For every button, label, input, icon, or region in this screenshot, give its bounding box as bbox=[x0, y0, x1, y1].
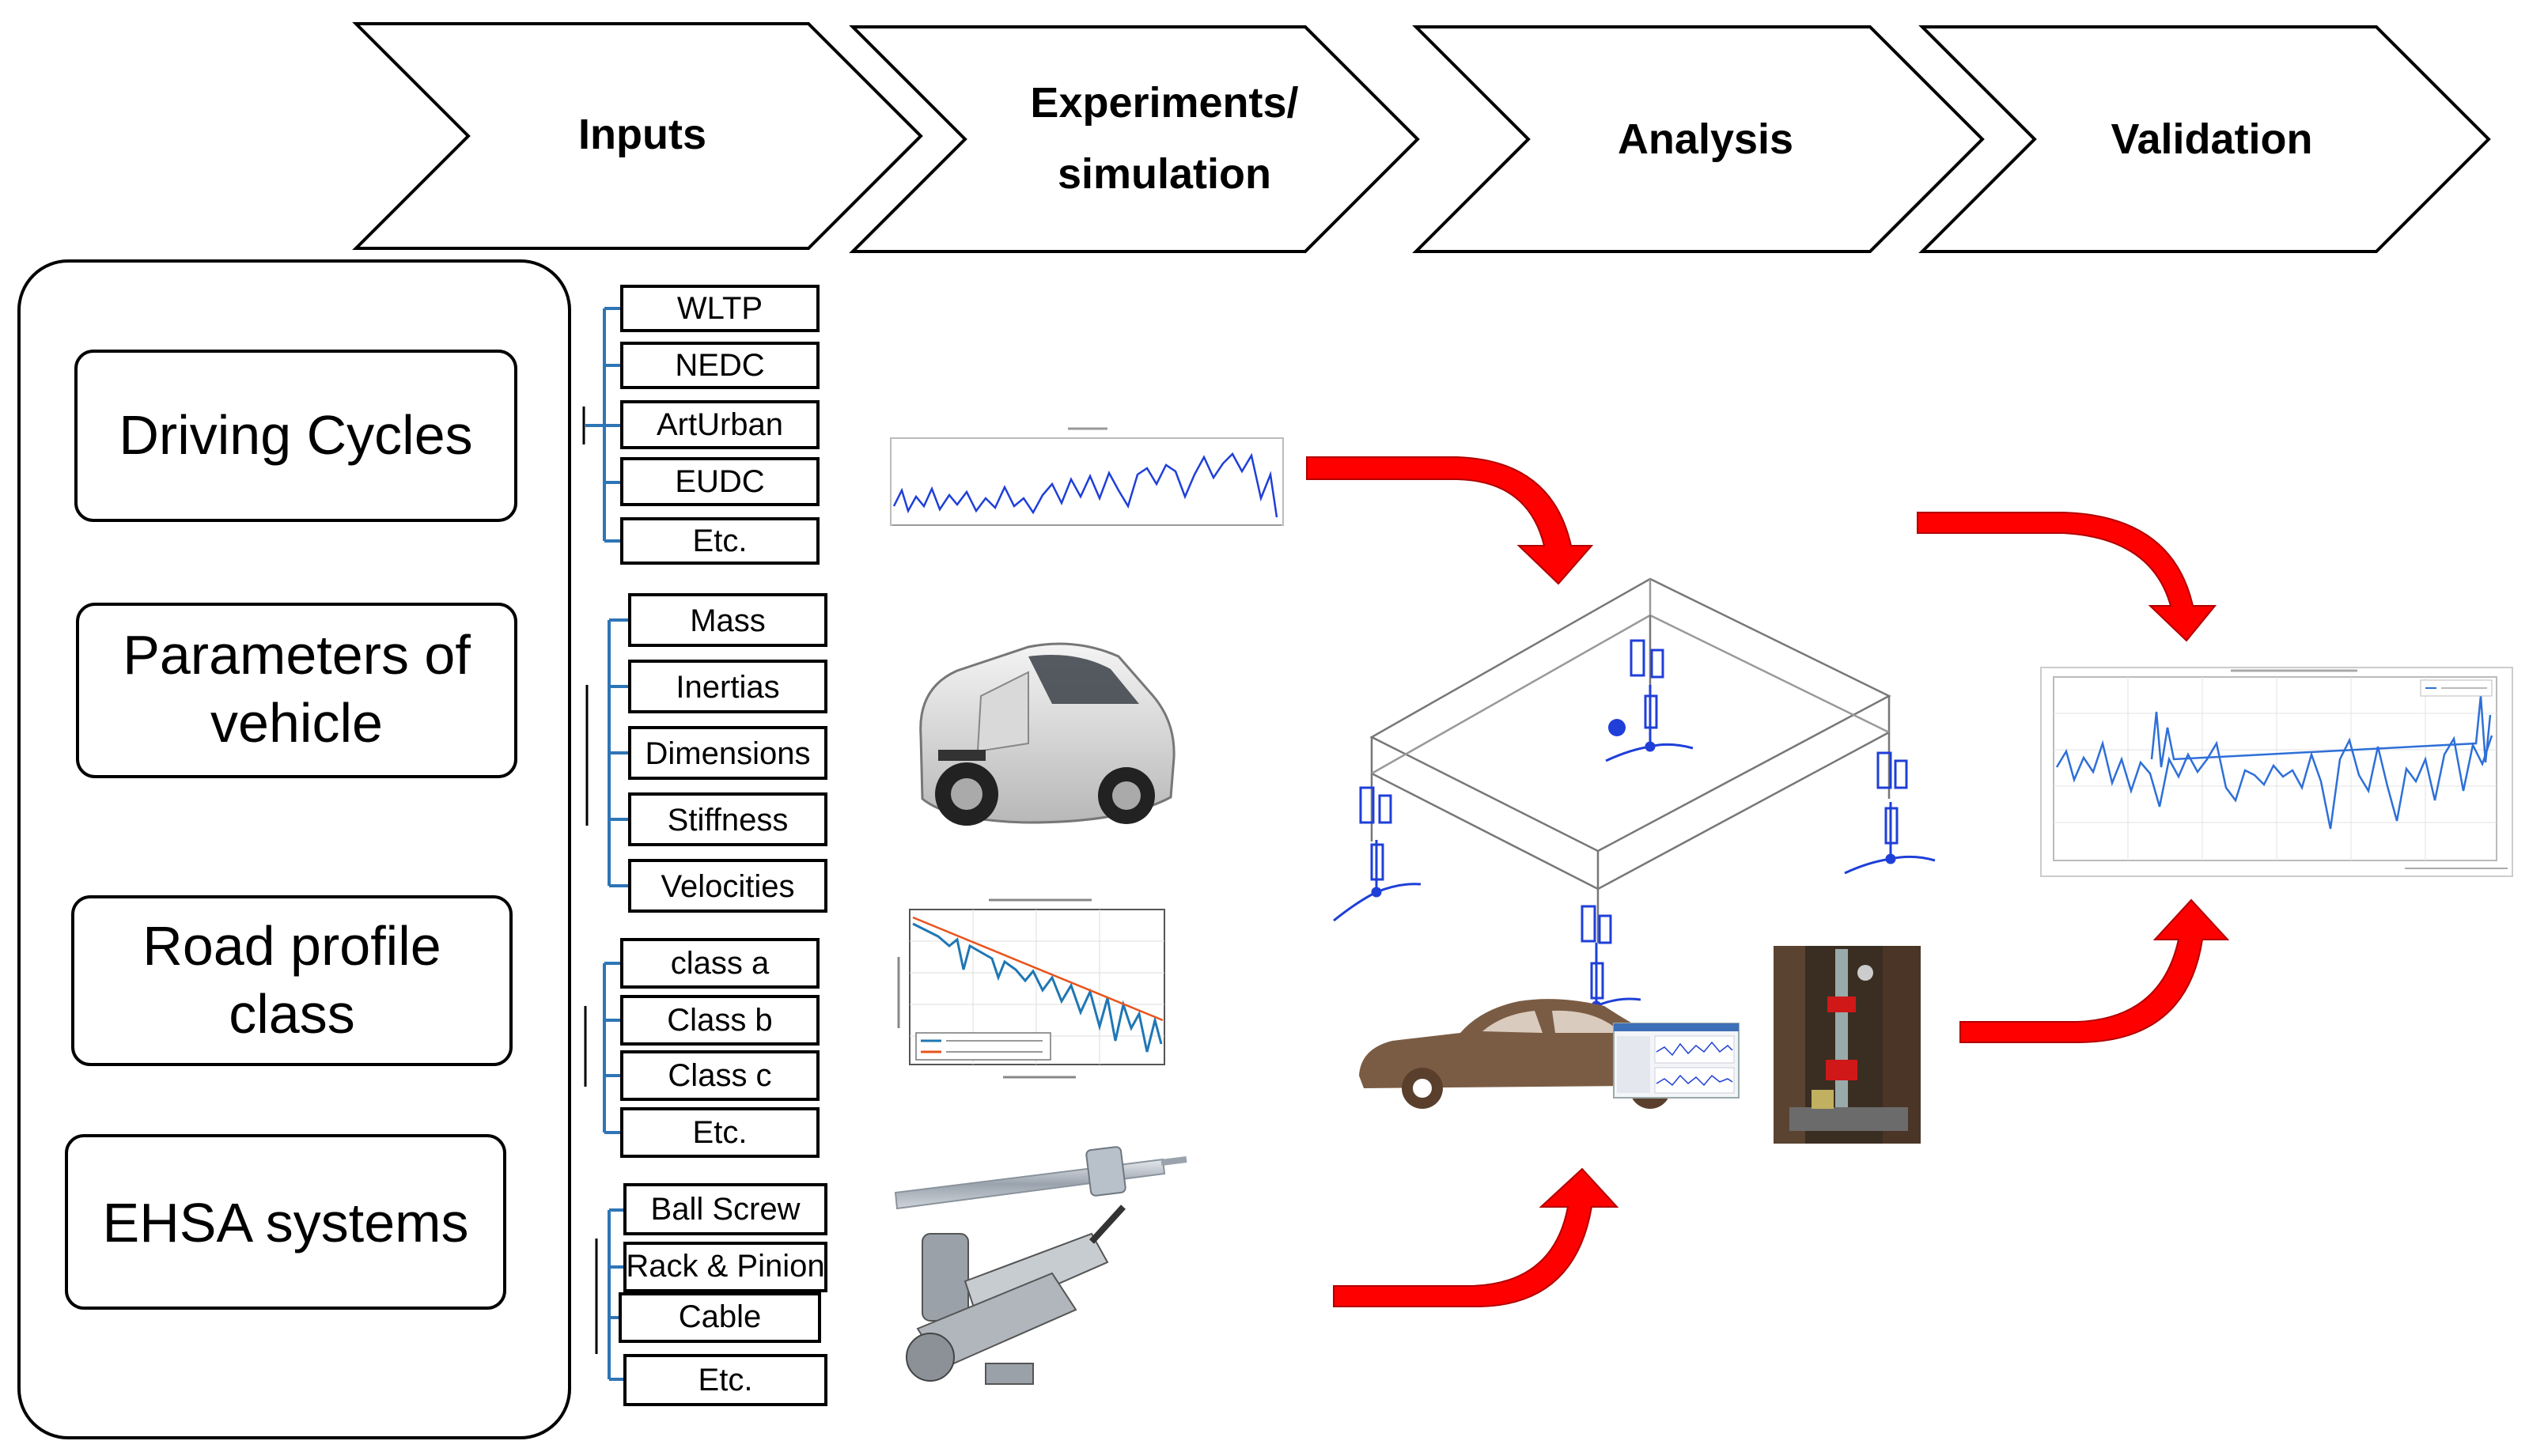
item-label-cable: Cable bbox=[679, 1299, 762, 1334]
item-label-etc: Etc. bbox=[693, 524, 748, 558]
software-screenshot-thumbnail bbox=[1613, 1023, 1740, 1099]
category-vehicle-params-box bbox=[76, 603, 517, 778]
item-label-wltp: WLTP bbox=[677, 291, 763, 326]
item-box bbox=[628, 792, 827, 846]
category-driving-cycles-label: Driving Cycles bbox=[119, 404, 472, 466]
tree-brackets bbox=[582, 407, 598, 1354]
stage-inputs-chevron bbox=[352, 22, 923, 250]
item-label-class-a: class a bbox=[671, 946, 770, 981]
category-vehicle-params-label-line2: vehicle bbox=[210, 692, 383, 754]
category-ehsa-box bbox=[65, 1134, 506, 1310]
input-categories-panel: Driving Cycles Parameters of vehicle Roa… bbox=[17, 259, 571, 1439]
arrow-rig-to-validation bbox=[1959, 898, 2230, 1043]
item-label-arturban: ArtUrban bbox=[657, 407, 783, 442]
category-driving-cycles-box bbox=[74, 350, 517, 522]
item-label-inertias: Inertias bbox=[676, 670, 779, 705]
item-label-stiffness: Stiffness bbox=[668, 803, 789, 838]
ball-screw-thumbnail bbox=[894, 1146, 1187, 1210]
stage-experiments-label-line2: simulation bbox=[1058, 150, 1271, 198]
ehsa-items: Ball Screw Rack & Pinion Cable Etc. bbox=[619, 1183, 827, 1406]
stage-analysis-label: Analysis bbox=[1618, 115, 1793, 163]
item-box bbox=[620, 285, 820, 332]
road-psd-plot-thumbnail bbox=[897, 898, 1165, 1079]
item-box bbox=[620, 342, 820, 389]
vehicle-photo-thumbnail bbox=[919, 642, 1176, 826]
item-box bbox=[623, 1242, 827, 1292]
item-box bbox=[623, 1183, 827, 1235]
item-box bbox=[628, 859, 827, 913]
stage-validation-chevron bbox=[1918, 25, 2491, 253]
road-profile-items: class a Class b Class c Etc. bbox=[620, 938, 820, 1158]
item-label-mass: Mass bbox=[690, 603, 766, 638]
stage-chevrons: Inputs Experiments/ simulation Analysis … bbox=[352, 22, 2491, 253]
driving-cycle-items: WLTP NEDC ArtUrban EUDC Etc. bbox=[620, 285, 820, 565]
item-box bbox=[628, 593, 827, 647]
item-label-class-c: Class c bbox=[668, 1058, 771, 1093]
item-label-class-b: Class b bbox=[667, 1003, 772, 1038]
item-label-dimensions: Dimensions bbox=[646, 736, 811, 771]
arrow-actuator-to-model bbox=[1333, 1167, 1619, 1308]
actuator-thumbnail bbox=[906, 1205, 1126, 1385]
item-box bbox=[620, 400, 820, 449]
stage-validation-label: Validation bbox=[2111, 115, 2312, 163]
item-box bbox=[623, 1354, 827, 1406]
item-box bbox=[620, 517, 820, 565]
item-label-eudc: EUDC bbox=[675, 464, 764, 499]
item-label-ball-screw: Ball Screw bbox=[651, 1192, 801, 1227]
item-label-road-etc: Etc. bbox=[693, 1115, 748, 1150]
item-box bbox=[628, 660, 827, 713]
vehicle-param-items: Mass Inertias Dimensions Stiffness Veloc… bbox=[628, 593, 827, 913]
item-box bbox=[620, 1107, 820, 1158]
stage-experiments-label-line1: Experiments/ bbox=[1030, 79, 1298, 127]
item-box bbox=[620, 457, 820, 506]
item-box bbox=[619, 1292, 821, 1343]
stage-inputs-label: Inputs bbox=[578, 111, 706, 158]
driving-cycle-plot-thumbnail bbox=[890, 427, 1284, 526]
category-road-profile-label-line2: class bbox=[229, 983, 354, 1045]
item-box bbox=[620, 995, 820, 1046]
item-label-nedc: NEDC bbox=[675, 348, 764, 383]
category-road-profile-box bbox=[71, 895, 513, 1066]
item-label-ehsa-etc: Etc. bbox=[699, 1363, 753, 1397]
arrow-cycle-to-model bbox=[1306, 456, 1594, 585]
category-ehsa-label: EHSA systems bbox=[103, 1192, 469, 1254]
item-label-velocities: Velocities bbox=[661, 869, 795, 904]
category-vehicle-params-label-line1: Parameters of bbox=[123, 624, 471, 686]
test-rig-photo bbox=[1774, 946, 1921, 1144]
stage-analysis-chevron bbox=[1412, 25, 1985, 253]
validation-plot-thumbnail bbox=[2040, 667, 2513, 877]
item-box bbox=[620, 1050, 820, 1101]
flow-arrows bbox=[1306, 456, 2230, 1308]
item-label-rack-pinion: Rack & Pinion bbox=[626, 1249, 824, 1284]
item-box bbox=[628, 726, 827, 780]
stage-experiments-chevron bbox=[849, 25, 1420, 253]
category-road-profile-label-line1: Road profile bbox=[142, 915, 441, 977]
quarter-car-model-diagram bbox=[1369, 577, 1891, 943]
arrow-analysis-to-validation-top bbox=[1917, 512, 2217, 642]
item-box bbox=[620, 938, 820, 989]
